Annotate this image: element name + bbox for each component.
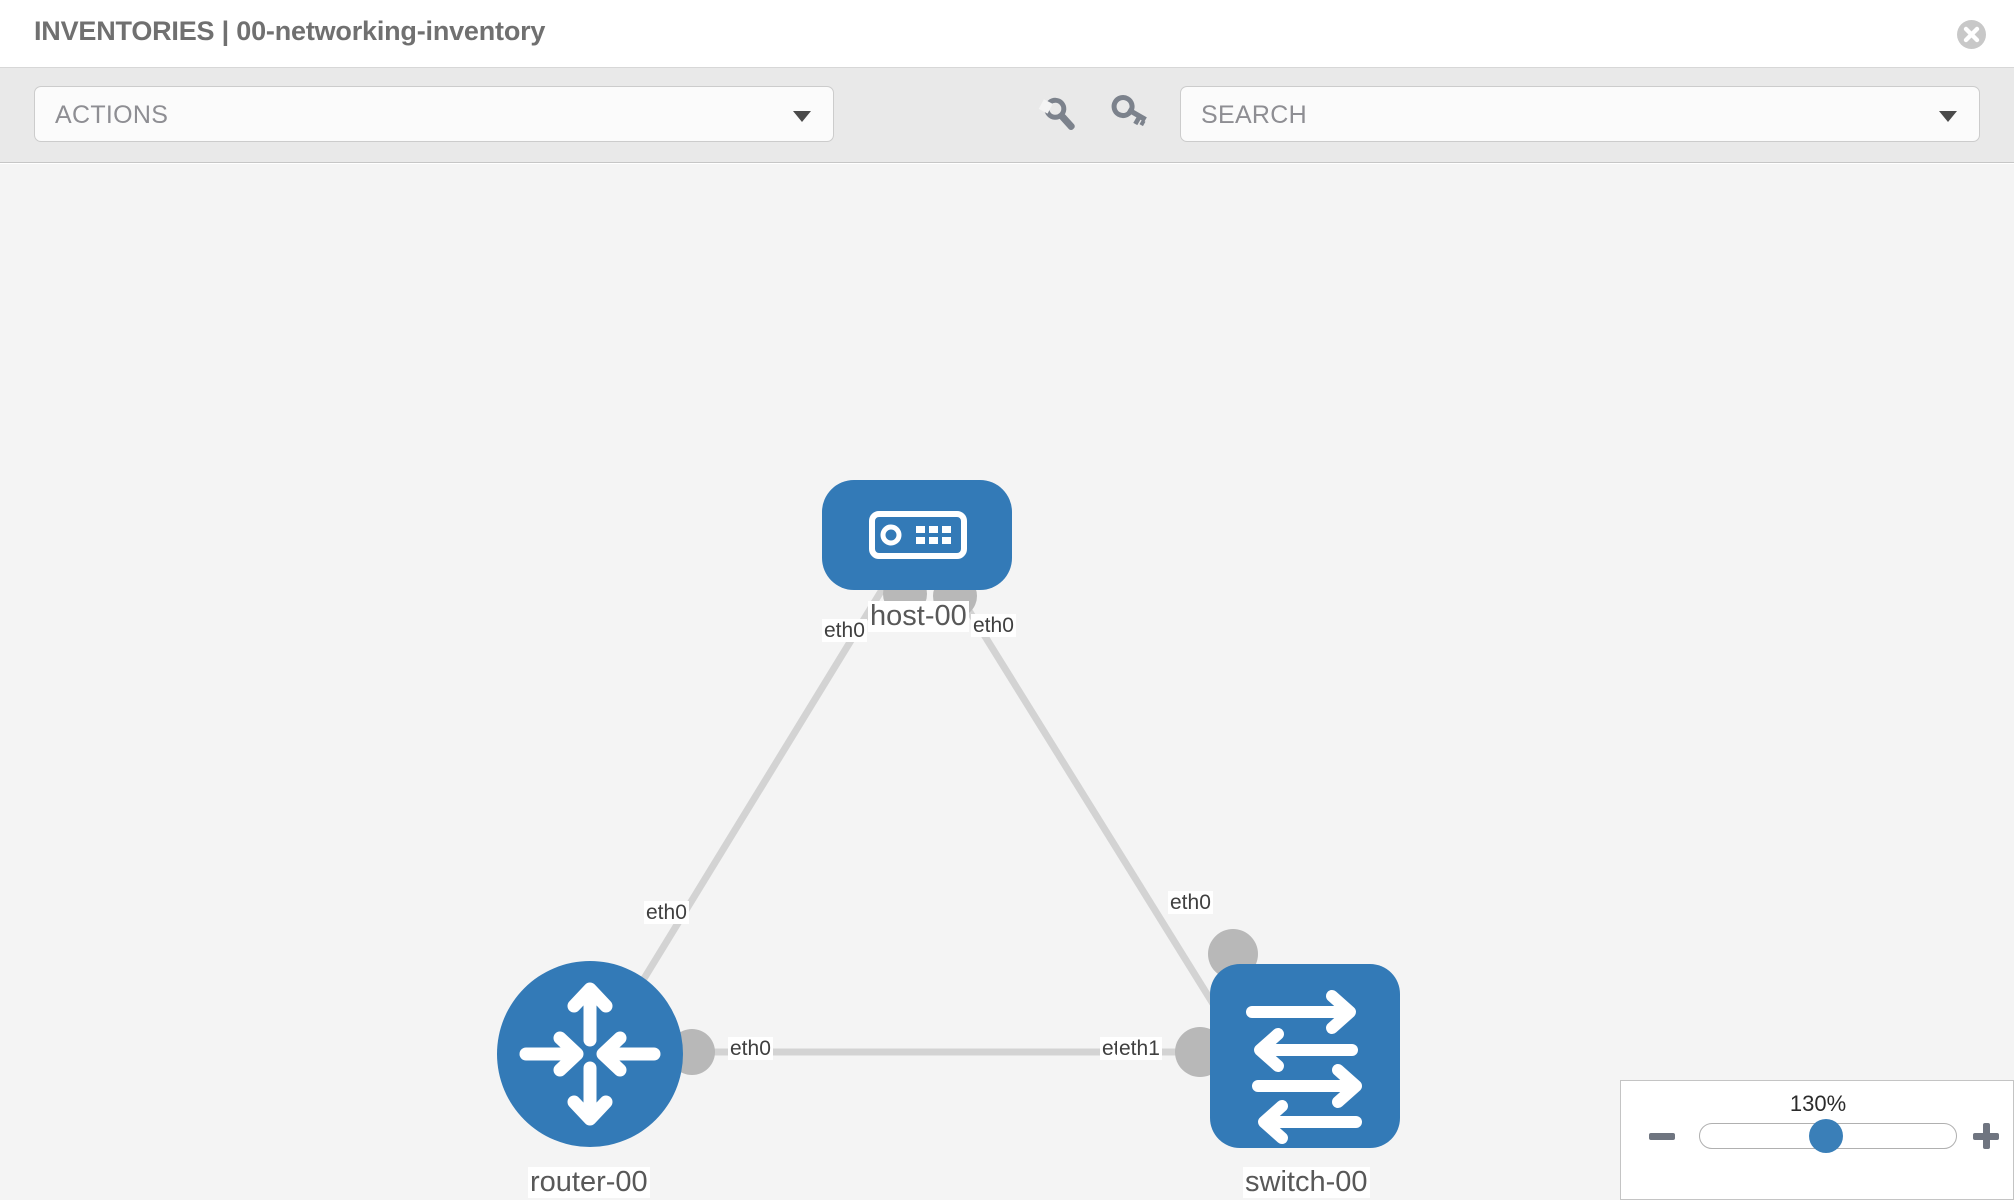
node-label-router-00: router-00 [528,1166,650,1199]
zoom-control-panel: 130% [1620,1080,2014,1200]
node-label-host-00: host-00 [868,600,969,633]
key-icon[interactable] [1104,90,1152,138]
minus-icon[interactable] [1649,1133,1675,1140]
toolbar: ACTIONS SEARC [0,68,2014,163]
topology-edges [601,578,1241,1056]
topology-graph [497,480,1400,1148]
node-router-00[interactable] [497,961,683,1147]
search-placeholder: SEARCH [1201,101,1307,129]
iface-label-router-right: eth0 [728,1037,773,1061]
router-arrows-icon [519,982,661,1126]
actions-dropdown-label: ACTIONS [55,101,169,129]
node-host-00[interactable] [822,480,1012,590]
iface-label-host-left: eth0 [822,619,867,643]
iface-label-switch-left-b: eth1 [1117,1037,1162,1061]
page-header: INVENTORIES | 00-networking-inventory [0,0,2014,68]
page-title: INVENTORIES | 00-networking-inventory [34,16,546,46]
zoom-slider-thumb[interactable] [1809,1119,1843,1153]
iface-label-router-up: eth0 [644,901,689,925]
iface-label-switch-up: eth0 [1168,891,1213,915]
search-input[interactable]: SEARCH [1180,86,1980,142]
edge-host-router[interactable] [601,578,891,1046]
actions-dropdown[interactable]: ACTIONS [34,86,834,142]
zoom-level-value: 130% [1789,1091,1847,1116]
chevron-down-icon[interactable] [1939,111,1957,122]
close-icon[interactable] [1957,20,1986,49]
iface-label-host-right: eth0 [971,614,1016,638]
switch-arrows-icon [1246,990,1362,1144]
chevron-down-icon [793,111,811,122]
plus-icon[interactable] [1973,1123,1999,1149]
wrench-icon[interactable] [1036,90,1084,138]
edge-host-switch[interactable] [947,578,1241,1046]
node-switch-00[interactable] [1210,964,1400,1148]
topology-canvas[interactable]: eth0 eth0 eth0 eth0 eth0 eth eth1 host-0… [0,164,2014,1200]
server-icon [916,526,951,544]
topology-connectors [669,572,1258,1077]
node-label-switch-00: switch-00 [1243,1166,1370,1199]
